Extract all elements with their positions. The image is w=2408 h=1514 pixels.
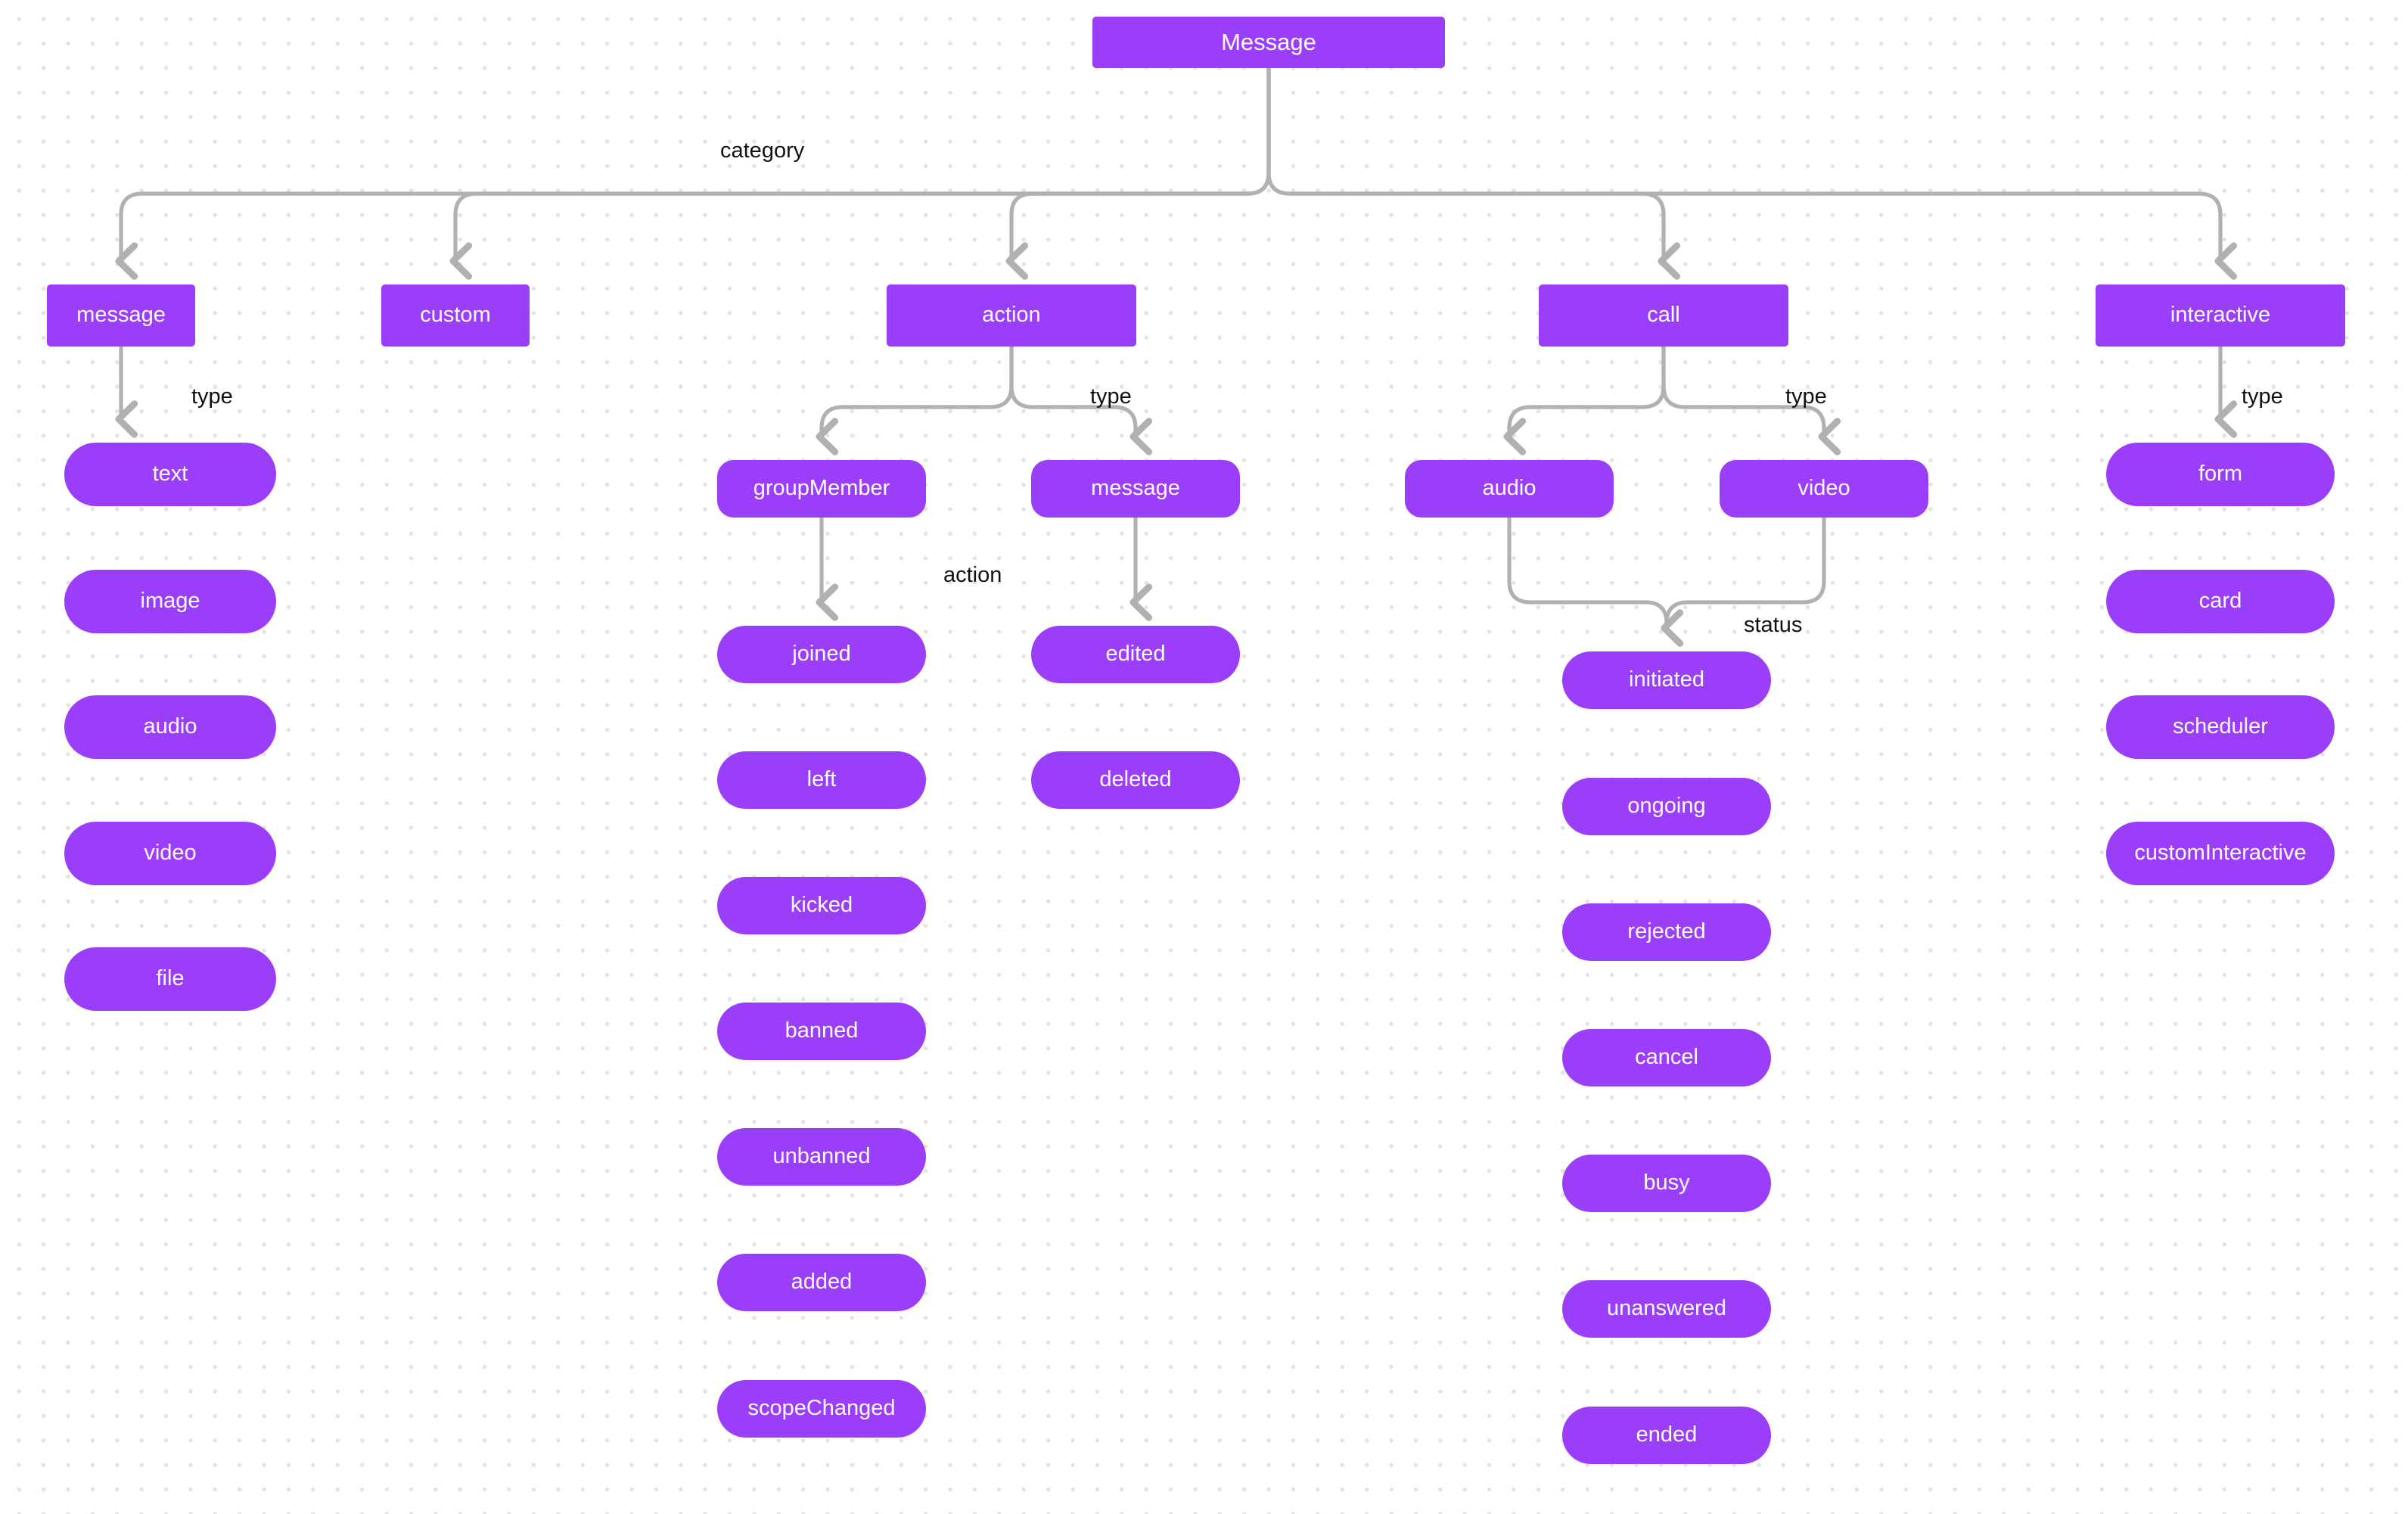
node-label: customInteractive <box>2134 841 2307 866</box>
node-label: interactive <box>2170 303 2271 328</box>
node-groupmember-action-scopechanged[interactable]: scopeChanged <box>717 1380 926 1438</box>
node-label: scheduler <box>2173 714 2268 739</box>
node-label: message <box>1091 476 1180 501</box>
edge-label-text: category <box>720 138 805 163</box>
node-label: scopeChanged <box>747 1396 896 1421</box>
edge-root-custom <box>449 66 1271 280</box>
node-message-type-text[interactable]: text <box>64 443 276 506</box>
node-label: kicked <box>790 893 853 918</box>
node-label: unanswered <box>1607 1296 1726 1321</box>
node-groupmember-action-unbanned[interactable]: unbanned <box>717 1128 926 1186</box>
node-call-status-busy[interactable]: busy <box>1562 1155 1771 1212</box>
node-label: file <box>156 966 185 991</box>
edge-audio-initiated <box>1507 515 1684 647</box>
node-category-message[interactable]: message <box>47 284 195 347</box>
node-label: action <box>982 303 1041 328</box>
edge-label-call-status: status <box>1744 613 1802 638</box>
node-label: ended <box>1636 1422 1698 1447</box>
node-call-status-cancel[interactable]: cancel <box>1562 1029 1771 1087</box>
edge-root-bus <box>115 66 1271 280</box>
node-label: busy <box>1643 1170 1690 1195</box>
node-label: text <box>152 462 188 487</box>
node-label: unbanned <box>772 1144 871 1169</box>
node-label: ongoing <box>1627 794 1706 819</box>
node-label: card <box>2198 589 2242 614</box>
node-label: form <box>2198 462 2242 487</box>
node-groupmember-action-left[interactable]: left <box>717 751 926 809</box>
node-action-type-message[interactable]: message <box>1031 460 1240 518</box>
edge-video-initiated <box>1661 515 1826 647</box>
node-category-interactive[interactable]: interactive <box>2096 284 2345 347</box>
node-message-type-audio[interactable]: audio <box>64 695 276 759</box>
node-label: Message <box>1221 29 1316 56</box>
node-label: audio <box>143 714 197 739</box>
edge-label-text: type <box>191 384 233 409</box>
node-message-action-deleted[interactable]: deleted <box>1031 751 1240 809</box>
edge-label-text: type <box>1785 384 1827 409</box>
node-call-type-video[interactable]: video <box>1720 460 1928 518</box>
node-message-type-image[interactable]: image <box>64 570 276 633</box>
edge-root-action <box>1005 66 1271 280</box>
node-label: joined <box>792 642 851 667</box>
node-message-type-file[interactable]: file <box>64 947 276 1011</box>
node-action-type-groupmember[interactable]: groupMember <box>717 460 926 518</box>
node-interactive-type-card[interactable]: card <box>2106 570 2335 633</box>
node-interactive-type-custominteractive[interactable]: customInteractive <box>2106 822 2335 885</box>
node-label: message <box>76 303 166 328</box>
node-call-status-unanswered[interactable]: unanswered <box>1562 1280 1771 1338</box>
node-label: video <box>1797 476 1850 501</box>
node-call-status-rejected[interactable]: rejected <box>1562 903 1771 961</box>
node-groupmember-action-joined[interactable]: joined <box>717 626 926 683</box>
node-category-action[interactable]: action <box>887 284 1136 347</box>
edge-label-text: type <box>1090 384 1132 409</box>
node-label: call <box>1647 303 1680 328</box>
node-interactive-type-form[interactable]: form <box>2106 443 2335 506</box>
node-label: video <box>144 841 197 866</box>
edge-label-text: status <box>1744 613 1803 637</box>
node-groupmember-action-banned[interactable]: banned <box>717 1003 926 1060</box>
edge-label-action-type: type <box>1090 384 1132 409</box>
node-label: image <box>140 589 200 614</box>
edge-call-audio <box>1503 344 1666 455</box>
node-label: banned <box>785 1018 859 1043</box>
node-category-custom[interactable]: custom <box>381 284 530 347</box>
node-category-call[interactable]: call <box>1539 284 1788 347</box>
node-label: rejected <box>1627 919 1706 944</box>
node-message-action-edited[interactable]: edited <box>1031 626 1240 683</box>
node-call-type-audio[interactable]: audio <box>1405 460 1614 518</box>
node-interactive-type-scheduler[interactable]: scheduler <box>2106 695 2335 759</box>
node-call-status-ended[interactable]: ended <box>1562 1407 1771 1464</box>
edge-label-text: type <box>2242 384 2283 409</box>
node-label: deleted <box>1099 767 1172 792</box>
node-call-status-ongoing[interactable]: ongoing <box>1562 778 1771 835</box>
node-label: left <box>806 767 837 792</box>
edge-label-call-type: type <box>1785 384 1827 409</box>
node-groupmember-action-added[interactable]: added <box>717 1254 926 1311</box>
node-groupmember-action-kicked[interactable]: kicked <box>717 877 926 934</box>
node-root-message[interactable]: Message <box>1092 17 1445 68</box>
node-label: initiated <box>1629 667 1704 692</box>
node-call-status-initiated[interactable]: initiated <box>1562 651 1771 709</box>
node-label: custom <box>420 303 491 328</box>
edge-label-message-type: type <box>191 384 233 409</box>
edge-root-interactive <box>1266 66 2238 280</box>
edge-label-interactive-type: type <box>2242 384 2283 409</box>
node-label: groupMember <box>753 476 890 501</box>
node-label: edited <box>1105 642 1166 667</box>
edge-root-call <box>1266 66 1681 280</box>
edge-label-category: category <box>720 138 804 163</box>
edge-label-text: action <box>943 563 1002 587</box>
node-label: cancel <box>1635 1045 1698 1070</box>
node-label: added <box>791 1270 853 1295</box>
edge-action-groupmember <box>816 344 1014 455</box>
node-message-type-video[interactable]: video <box>64 822 276 885</box>
node-label: audio <box>1482 476 1536 501</box>
edge-label-action-action: action <box>943 563 1002 588</box>
